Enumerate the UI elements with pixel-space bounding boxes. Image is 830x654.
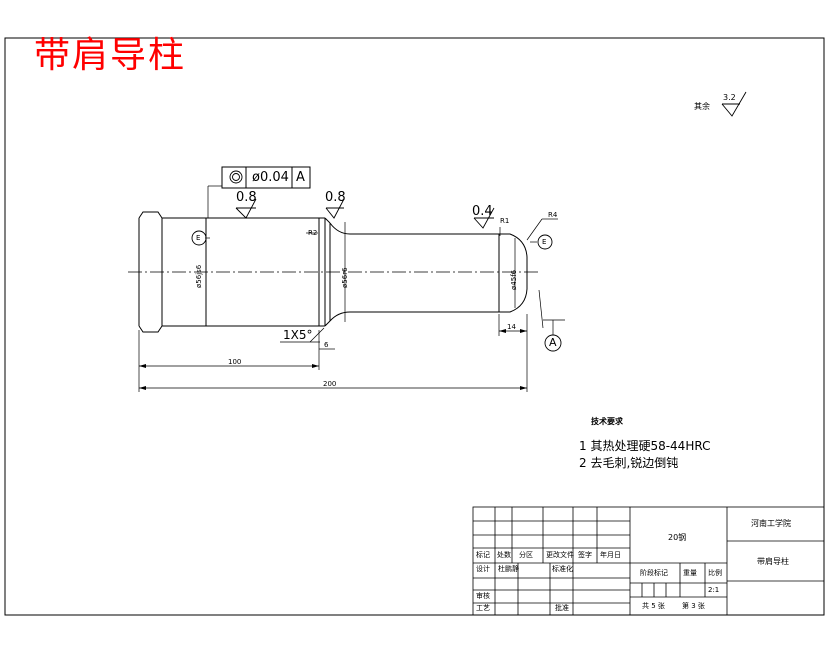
tb-school: 河南工学院 [751, 519, 791, 528]
tb-sheet-no: 第 3 张 [682, 602, 705, 610]
tb-process: 工艺 [476, 604, 490, 612]
section-e-right: E [542, 238, 547, 246]
tb-review: 审核 [476, 592, 490, 600]
tb-date: 年月日 [600, 551, 621, 559]
tb-total-sheets: 共 5 张 [642, 602, 665, 610]
tolerance-frame [221, 166, 311, 189]
drawing-title: 带肩导柱 [34, 35, 187, 76]
tb-weight: 重量 [683, 569, 697, 577]
drawing-frame [4, 37, 825, 616]
dim-len-14: 14 [507, 323, 516, 331]
tb-material: 20钢 [668, 533, 687, 542]
section-circles [191, 170, 562, 352]
tb-stage-mark: 阶段标记 [640, 569, 668, 577]
roughness-r3: 0.4 [472, 204, 493, 219]
roughness-r2: 0.8 [325, 190, 346, 205]
tb-approve: 批准 [555, 604, 569, 612]
roughness-r1: 0.8 [236, 190, 257, 205]
arrowheads [139, 329, 527, 390]
tb-part-name: 带肩导柱 [757, 557, 789, 566]
dim-r-large: R4 [548, 211, 558, 219]
tech-item-2: 2 去毛刺,锐边倒钝 [579, 456, 679, 470]
dim-d1: ø56js6 [195, 264, 203, 288]
roughness-other-value: 3.2 [723, 93, 736, 102]
dim-r-cut: R2 [308, 229, 318, 237]
tech-heading: 技术要求 [591, 417, 623, 426]
dim-d3: ø45f6 [510, 269, 518, 290]
tb-change-doc: 更改文件 [546, 551, 574, 559]
dim-d2: ø56r6 [341, 267, 349, 288]
datum-a: A [549, 336, 557, 349]
dim-len-6: 6 [324, 341, 329, 349]
roughness-symbols [235, 91, 747, 229]
roughness-other-label: 其余 [694, 102, 710, 111]
tb-scale: 2:1 [708, 586, 720, 594]
dim-len-100: 100 [228, 358, 242, 366]
tb-count: 处数 [497, 551, 511, 559]
tb-ratio: 比例 [708, 569, 722, 577]
dim-r-small: R1 [500, 217, 510, 225]
tolerance-value: ø0.04 [252, 170, 289, 185]
tech-item-1: 1 其热处理硬58-44HRC [579, 439, 711, 453]
tb-standard: 标准化 [552, 565, 573, 573]
tb-mark: 标记 [476, 551, 490, 559]
title-block-grid [472, 506, 825, 616]
tolerance-datum: A [296, 170, 305, 185]
dimension-lines [138, 178, 565, 392]
tb-design: 设计 [476, 565, 490, 573]
tb-designer: 杜鹏静 [498, 565, 519, 573]
section-e-left: E [196, 234, 201, 242]
dim-chamfer: 1X5° [283, 328, 313, 342]
tb-zone: 分区 [519, 551, 533, 559]
tb-sign: 签字 [578, 551, 592, 559]
dim-len-200: 200 [323, 380, 337, 388]
